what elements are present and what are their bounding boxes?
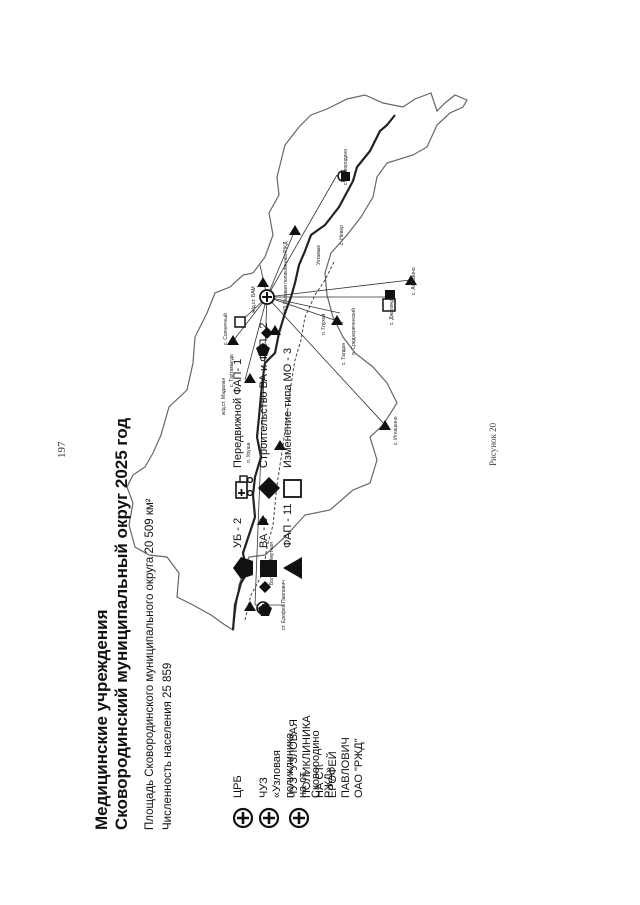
empty-square-icon [382, 298, 396, 312]
map-label: Уктамые [316, 245, 322, 265]
legend-item-mobile-fap: Передвижной ФАП- 1 [232, 359, 254, 500]
legend-item-skovorodino-polyclinic: ЧУЗ «Узловая поликлиника на ст.Сковороди… [258, 730, 336, 830]
map-label: ж/д.ст. Мадалан [221, 378, 227, 415]
map-label: с. Талдан [341, 342, 347, 365]
legend-label: УБ - 2 [232, 517, 244, 548]
filled-square-icon [385, 290, 395, 300]
map-label: с. Сковородино [343, 149, 349, 185]
empty-square-icon [234, 316, 246, 328]
population-text: Численность населения 25 859 [162, 662, 174, 830]
legend-item-ub: УБ - 2 [232, 518, 254, 580]
legend-label-line1: ЧУЗ "УЗЛОВАЯ ПОЛИКЛИНИКА НА СТ. [288, 715, 326, 798]
cross-circle-icon [232, 807, 254, 829]
river-line [231, 114, 396, 631]
legend-item-fap: ФАП - 11 [282, 504, 304, 580]
map-label: п. Уруша [246, 442, 252, 463]
mobile-fap-icon [235, 475, 254, 499]
triangle-icon [405, 275, 417, 285]
diamond-icon [258, 477, 280, 499]
triangle-icon [289, 225, 301, 235]
triangle-icon [379, 420, 391, 430]
map-label: п. Среднереченский [350, 308, 357, 355]
page-number: 197 [56, 441, 68, 459]
map-label: п. Глухой [320, 313, 327, 335]
map-label: с. Невер [339, 225, 345, 245]
legend-item-construction: Строительство ВА и ФАП - 2 [258, 323, 280, 500]
legend-label: ЦРБ [232, 775, 244, 798]
area-text: Площадь Сковородинского муниципального о… [144, 498, 156, 830]
legend-label: Строительство ВА и ФАП - 2 [258, 322, 270, 468]
triangle-icon [244, 373, 256, 383]
map-label: ЧУЗ Узловая поликлиника РЖД [283, 241, 289, 315]
legend-item-erofey-polyclinic: ЧУЗ "УЗЛОВАЯ ПОЛИКЛИНИКА НА СТ.ЕРОФЕЙ ПА… [288, 715, 366, 830]
legend-label: Изменение типа МО - 3 [282, 347, 294, 468]
map-label: с. Игнашино [393, 416, 399, 445]
diamond-icon [261, 327, 273, 339]
triangle-icon [283, 557, 302, 579]
triangle-icon [331, 315, 343, 325]
filled-square-icon [341, 172, 350, 181]
diamond-icon [259, 581, 271, 593]
filled-square-icon [260, 560, 277, 577]
legend-label: ФАП - 11 [282, 503, 294, 548]
map-label: ж/д.ст. БАМ [251, 286, 257, 313]
cross-circle-icon [288, 807, 310, 829]
map-label: с. Солнечный [222, 313, 229, 345]
pentagon-icon [258, 603, 272, 616]
triangle-icon [274, 440, 286, 450]
district-outline [126, 92, 468, 632]
markers [227, 170, 417, 616]
pentagon-icon [233, 557, 253, 579]
legend-item-type-change: Изменение типа МО - 3 [282, 348, 304, 500]
title-line-2: Сковородинский муниципальный округ 2025 … [112, 417, 131, 830]
map-label: ст. Ерофей Павлович [280, 580, 287, 630]
legend-label: Передвижной ФАП- 1 [232, 358, 244, 468]
title-legend-block: Медицинские учреждения Сковородинский му… [92, 50, 365, 831]
title-line-1: Медицинские учреждения [92, 609, 111, 831]
cross-circle-icon [258, 807, 280, 829]
empty-square-icon [283, 479, 302, 498]
triangle-icon [257, 515, 269, 525]
legend-item-crb: ЦРБ [232, 775, 254, 830]
triangle-icon [227, 335, 239, 345]
legend-label: ВА - 3 [258, 517, 270, 548]
map-label: с. Джалинда [389, 296, 395, 325]
pentagon-icon [256, 343, 270, 356]
district-map: Большая Омутная с. Тахтамыгда с. Солнечн… [126, 92, 468, 632]
figure-caption: Рисунок 20 [488, 422, 498, 466]
map-label: с. Тахтамыгда [229, 354, 235, 387]
map-label: с. Албазино [411, 267, 417, 295]
triangle-icon [257, 277, 269, 287]
triangle-icon [244, 601, 256, 611]
legend-item-va: ВА - 3 [258, 518, 280, 580]
legend-label-line2: ЕРОФЕЙ ПАВЛОВИЧ ОАО "РЖД" [327, 737, 365, 798]
